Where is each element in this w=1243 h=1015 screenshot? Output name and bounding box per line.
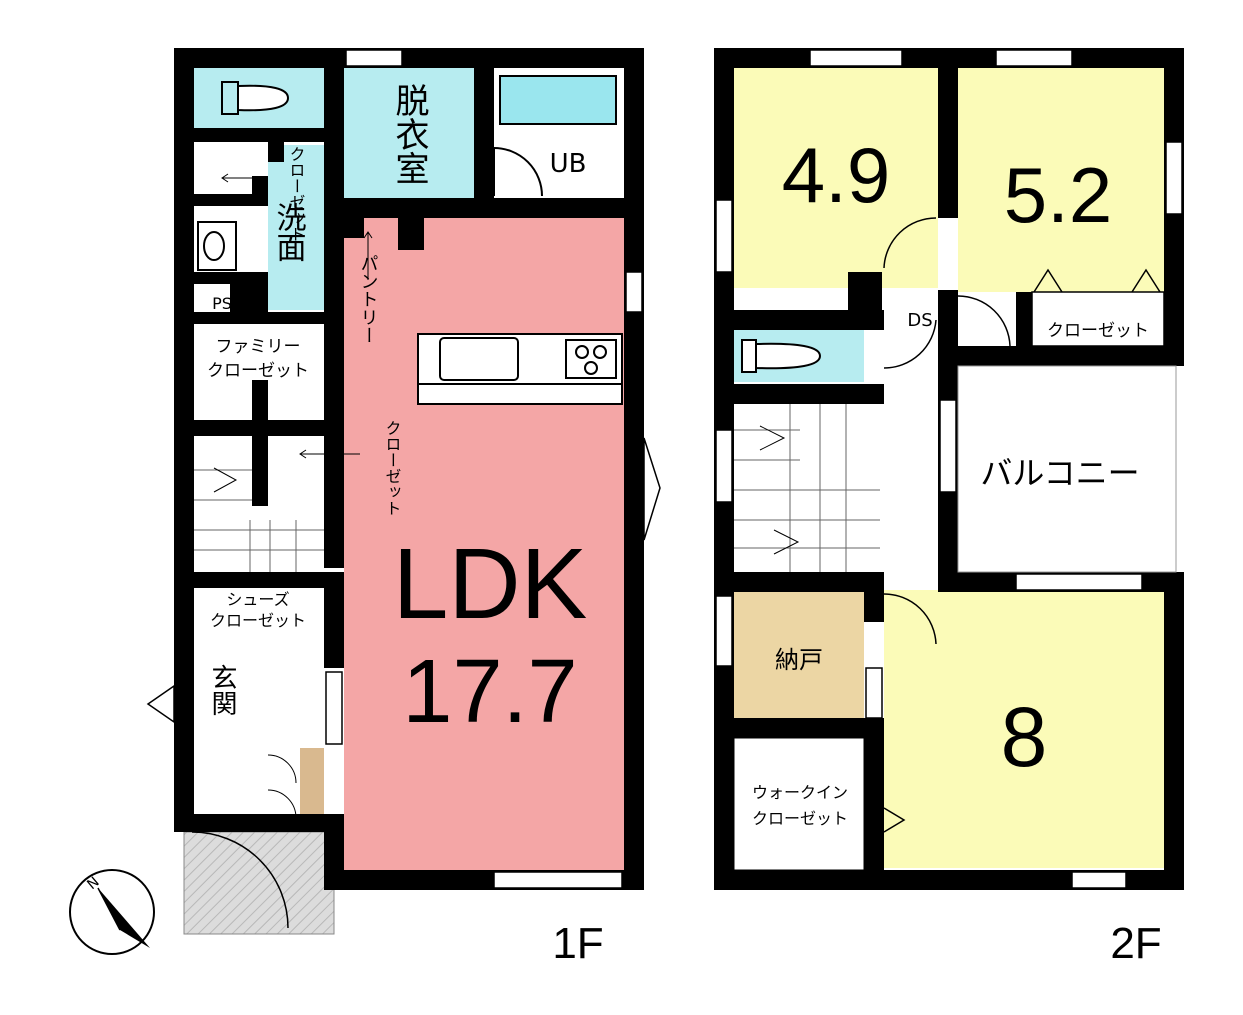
ps-label: PS: [212, 294, 232, 313]
dressing-room: [344, 68, 474, 198]
ldk-name: LDK: [393, 528, 588, 640]
ldk-size: 17.7: [402, 642, 577, 742]
shoes-closet-label-2: クローゼット: [210, 611, 306, 630]
fixtures-1f: [191, 81, 623, 929]
floor-2-label: 2F: [1110, 919, 1161, 968]
floor-1-label: 1F: [552, 919, 603, 968]
room-4-9: [734, 68, 938, 288]
wash-label: 洗面: [271, 202, 306, 262]
room-8: [884, 590, 1164, 868]
family-closet-label-1: ファミリー: [216, 337, 301, 357]
storage-room: [734, 592, 864, 718]
closet-label-a: クローゼット: [287, 146, 306, 242]
shoe-shelf: [300, 748, 324, 818]
ldk-room: [344, 218, 626, 870]
entrance-label: 玄関: [207, 664, 237, 716]
storage-label: 納戸: [775, 646, 823, 674]
shoes-closet-label-1: シューズ: [226, 590, 289, 609]
north-arrow-icon: [98, 888, 150, 948]
fixtures-2f: [733, 217, 1165, 871]
toilet-2f-icon: [741, 339, 757, 373]
windows-2f: [715, 49, 1183, 889]
toilet-2f-bowl-icon: [755, 342, 822, 370]
porch: [183, 831, 335, 935]
room-5-2-size: 5.2: [1004, 151, 1112, 239]
floor-1: LDK 17.7 脱衣室 UB 洗面 PS パントリー ファミリー クローゼット…: [146, 48, 661, 968]
closet-2f-label: クローゼット: [1047, 321, 1149, 341]
closet-label-b: クローゼット: [383, 420, 402, 516]
room-8-size: 8: [1001, 690, 1048, 784]
balcony-area: [957, 365, 1177, 573]
stairs-2f: [734, 404, 880, 572]
balcony-label: バルコニー: [980, 454, 1139, 492]
closet-arrows: [221, 173, 373, 459]
toilet-bowl-icon: [237, 84, 290, 112]
stove-icon: [565, 339, 617, 379]
stairs-1f: [194, 467, 324, 572]
ds-label: DS: [907, 310, 932, 331]
pantry-label: パントリー: [358, 254, 379, 344]
floor-2: 4.9 5.2 8 DS クローゼット バルコニー 納戸 ウォークイン クローゼ…: [714, 48, 1184, 968]
kitchen-sink-icon: [439, 337, 519, 381]
bath-tub: [499, 75, 617, 125]
wash-room: [268, 145, 324, 310]
bay-window: [643, 437, 661, 541]
kitchen-counter: [417, 333, 623, 385]
windows-1f: [325, 49, 643, 889]
walkin-label-2: クローゼット: [752, 809, 848, 828]
walkin-label-1: ウォークイン: [752, 783, 848, 802]
walls-1f: [174, 48, 644, 890]
room-5-2: [958, 68, 1164, 292]
room-4-9-size: 4.9: [782, 131, 890, 219]
compass: N: [69, 869, 155, 955]
entrance-door: [146, 684, 175, 724]
family-closet-label-2: クローゼット: [207, 361, 309, 381]
bath-label: UB: [550, 149, 587, 179]
